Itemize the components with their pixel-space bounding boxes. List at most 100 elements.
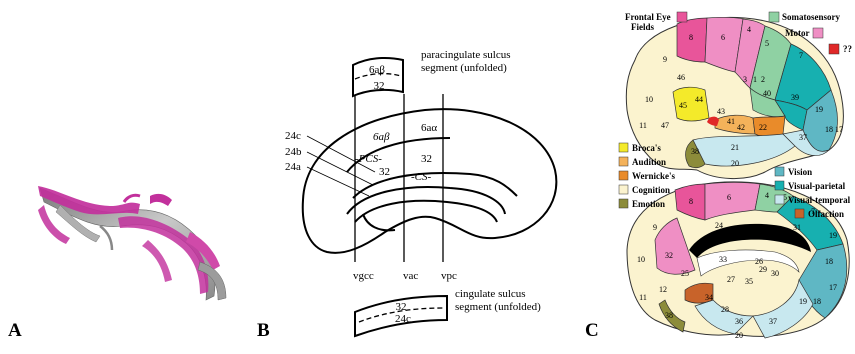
svg-text:18: 18 [825, 125, 833, 134]
top-box-title-1: paracingulate sulcus [421, 49, 511, 61]
svg-text:5: 5 [765, 39, 769, 48]
svg-text:10: 10 [637, 255, 645, 264]
cortical-surface-render [0, 0, 255, 349]
svg-text:27: 27 [727, 275, 735, 284]
svg-text:11: 11 [639, 293, 647, 302]
svg-text:38: 38 [665, 311, 673, 320]
line-label-vpc: vpc [441, 270, 457, 282]
line-label-vgcc: vgcc [353, 270, 374, 282]
svg-text:32: 32 [665, 251, 673, 260]
panel-c-label: C [585, 320, 599, 342]
svg-text:20: 20 [735, 331, 743, 340]
svg-text:6: 6 [727, 193, 731, 202]
svg-text:30: 30 [771, 269, 779, 278]
paracingulate-box: 6aβ 32 paracingulate sulcus segment (unf… [353, 49, 511, 96]
legend-emotion: Emotion [632, 199, 665, 209]
legend-olfaction: Olfaction [808, 209, 844, 219]
svg-text:19: 19 [799, 297, 807, 306]
svg-text:22: 22 [759, 123, 767, 132]
svg-text:18: 18 [813, 297, 821, 306]
svg-text:37: 37 [799, 133, 807, 142]
svg-text:47: 47 [661, 121, 669, 130]
svg-text:9: 9 [663, 55, 667, 64]
svg-text:6: 6 [721, 33, 725, 42]
top-box-title-2: segment (unfolded) [421, 62, 507, 74]
svg-text:43: 43 [717, 107, 725, 116]
legend-wernicke: Wernicke's [632, 171, 675, 181]
svg-text:1: 1 [753, 75, 757, 84]
svg-text:45: 45 [679, 101, 687, 110]
svg-text:8: 8 [689, 197, 693, 206]
line-label-vac: vac [403, 270, 418, 282]
legend-cognition: Cognition [632, 185, 670, 195]
svg-text:20: 20 [731, 159, 739, 168]
svg-text:10: 10 [645, 95, 653, 104]
svg-text:19: 19 [829, 231, 837, 240]
top-box-lower: 32 [374, 80, 385, 92]
svg-text:12: 12 [659, 285, 667, 294]
svg-text:38: 38 [691, 147, 699, 156]
panel-a: A [0, 0, 255, 349]
svg-text:25: 25 [681, 269, 689, 278]
label-cs: -CS- [411, 171, 432, 183]
svg-text:44: 44 [695, 95, 703, 104]
legend-frontal-eye-2: Fields [631, 22, 654, 32]
bottom-box-title-2: segment (unfolded) [455, 301, 541, 313]
panel-b-label: B [257, 320, 270, 342]
svg-text:33: 33 [719, 255, 727, 264]
svg-text:24: 24 [715, 221, 723, 230]
svg-text:36: 36 [735, 317, 743, 326]
panel-b: 6aβ 32 paracingulate sulcus segment (unf… [255, 0, 585, 349]
legend-broca: Broca's [632, 143, 661, 153]
label-24a: 24a [285, 161, 301, 173]
svg-text:35: 35 [745, 277, 753, 286]
svg-text:4: 4 [765, 191, 769, 200]
svg-text:9: 9 [653, 223, 657, 232]
panel-a-label: A [8, 320, 22, 342]
label-32b: 32 [421, 153, 432, 165]
svg-text:23: 23 [771, 227, 779, 236]
cingulate-diagram: 6aβ 32 paracingulate sulcus segment (unf… [255, 0, 585, 349]
legend-somatosensory: Somatosensory [782, 12, 840, 22]
bottom-box-lower: 24c [395, 313, 411, 325]
svg-text:40: 40 [763, 89, 771, 98]
svg-text:42: 42 [737, 123, 745, 132]
legend-motor: Motor [785, 28, 810, 38]
legend-frontal-eye-1: Frontal Eye [625, 12, 671, 22]
svg-text:19: 19 [815, 105, 823, 114]
legend-audition: Audition [632, 157, 666, 167]
label-24b: 24b [285, 146, 302, 158]
svg-text:18: 18 [825, 257, 833, 266]
label-6ab: 6aβ [373, 131, 390, 143]
label-32a: 32 [379, 166, 390, 178]
svg-text:17: 17 [835, 125, 843, 134]
legend-visual-parietal: Visual-parietal [788, 181, 846, 191]
svg-text:4: 4 [747, 25, 751, 34]
bottom-box-title-1: cingulate sulcus [455, 288, 526, 300]
svg-text:31: 31 [793, 223, 801, 232]
cingulate-box: 32 24c cingulate sulcus segment (unfolde… [355, 288, 541, 336]
svg-text:41: 41 [727, 117, 735, 126]
svg-text:28: 28 [721, 305, 729, 314]
svg-text:29: 29 [759, 265, 767, 274]
svg-text:8: 8 [689, 33, 693, 42]
svg-text:2: 2 [761, 75, 765, 84]
svg-text:3: 3 [743, 75, 747, 84]
label-6aa: 6aα [421, 122, 437, 134]
svg-text:46: 46 [677, 73, 685, 82]
svg-text:37: 37 [769, 317, 777, 326]
svg-text:34: 34 [705, 293, 713, 302]
top-box-upper: 6aβ [369, 64, 385, 76]
svg-text:7: 7 [799, 51, 803, 60]
legend-unknown: ?? [843, 44, 852, 54]
label-24c: 24c [285, 130, 301, 142]
svg-text:39: 39 [791, 93, 799, 102]
svg-text:17: 17 [829, 283, 837, 292]
legend-visual-temporal: Visual-temporal [788, 195, 851, 205]
svg-text:21: 21 [731, 143, 739, 152]
bottom-box-upper: 32 [396, 301, 407, 313]
legend-vision: Vision [788, 167, 812, 177]
